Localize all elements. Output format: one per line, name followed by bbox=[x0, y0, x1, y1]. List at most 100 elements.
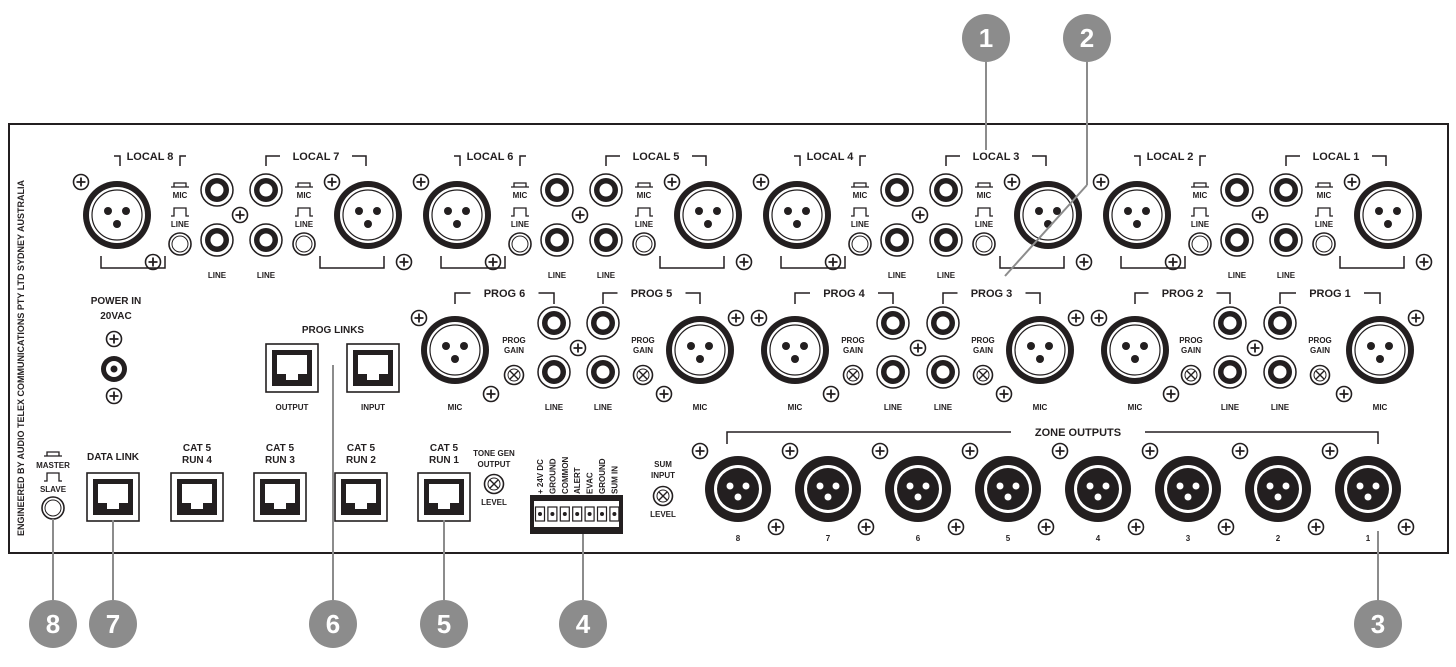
mic-line-button[interactable] bbox=[292, 232, 316, 256]
xlr-input-jack[interactable] bbox=[422, 180, 492, 250]
mic-line-button[interactable] bbox=[168, 232, 192, 256]
rca-line-jack[interactable] bbox=[876, 306, 910, 340]
mic-line-button[interactable] bbox=[1188, 232, 1212, 256]
power-in-label: POWER IN bbox=[91, 296, 142, 307]
callout-circle bbox=[1354, 600, 1402, 648]
xlr-input-jack[interactable] bbox=[333, 180, 403, 250]
rca-line-jack[interactable] bbox=[929, 173, 963, 207]
xlr-mic-jack[interactable] bbox=[420, 315, 490, 385]
cat5-port[interactable] bbox=[253, 472, 307, 522]
mic-line-button[interactable] bbox=[1312, 232, 1336, 256]
rca-line-jack[interactable] bbox=[540, 223, 574, 257]
xlr-input-jack[interactable] bbox=[1353, 180, 1423, 250]
rca-line-jack[interactable] bbox=[1263, 355, 1297, 389]
rca-line-jack[interactable] bbox=[249, 223, 283, 257]
xlr-mic-jack[interactable] bbox=[1100, 315, 1170, 385]
rca-line-jack[interactable] bbox=[929, 223, 963, 257]
rca-line-jack[interactable] bbox=[537, 306, 571, 340]
zone-number: 8 bbox=[736, 534, 741, 543]
xlr-output-jack[interactable] bbox=[1245, 456, 1311, 522]
rca-line-jack[interactable] bbox=[537, 355, 571, 389]
local-title: LOCAL 7 bbox=[293, 151, 340, 163]
mic-line-button[interactable] bbox=[972, 232, 996, 256]
master-slave-button[interactable] bbox=[41, 496, 65, 520]
mic-label: MIC bbox=[1373, 403, 1388, 412]
xlr-output-jack[interactable] bbox=[1335, 456, 1401, 522]
rca-line-jack[interactable] bbox=[586, 306, 620, 340]
prog-gain-knob[interactable] bbox=[842, 364, 864, 386]
prog-gain-knob[interactable] bbox=[632, 364, 654, 386]
screw-icon bbox=[1307, 518, 1325, 536]
screw-icon bbox=[767, 518, 785, 536]
prog-gain-knob[interactable] bbox=[972, 364, 994, 386]
screw-icon bbox=[323, 173, 341, 191]
mic-line-button[interactable] bbox=[632, 232, 656, 256]
xlr-input-jack[interactable] bbox=[762, 180, 832, 250]
mic-line-button[interactable] bbox=[848, 232, 872, 256]
rca-line-jack[interactable] bbox=[1220, 223, 1254, 257]
rca-line-jack[interactable] bbox=[200, 223, 234, 257]
xlr-output-jack[interactable] bbox=[705, 456, 771, 522]
callout-2: 2 bbox=[1004, 14, 1111, 277]
rca-line-jack[interactable] bbox=[1213, 355, 1247, 389]
rca-line-jack[interactable] bbox=[926, 306, 960, 340]
rca-line-jack[interactable] bbox=[1213, 306, 1247, 340]
xlr-input-jack[interactable] bbox=[1013, 180, 1083, 250]
cat5-port[interactable] bbox=[334, 472, 388, 522]
xlr-input-jack[interactable] bbox=[1102, 180, 1172, 250]
xlr-output-jack[interactable] bbox=[1065, 456, 1131, 522]
xlr-mic-jack[interactable] bbox=[760, 315, 830, 385]
rca-line-jack[interactable] bbox=[200, 173, 234, 207]
data-link-port[interactable] bbox=[86, 472, 140, 522]
mic-line-button[interactable] bbox=[508, 232, 532, 256]
xlr-input-jack[interactable] bbox=[82, 180, 152, 250]
terminal-label: COMMON bbox=[561, 456, 570, 494]
xlr-output-jack[interactable] bbox=[975, 456, 1041, 522]
sum-input-level-knob[interactable] bbox=[652, 485, 674, 507]
screw-icon bbox=[105, 330, 123, 348]
rca-line-jack[interactable] bbox=[589, 223, 623, 257]
manufacturer-text: ENGINEERED BY AUDIO TELEX COMMUNICATIONS… bbox=[16, 179, 26, 536]
rca-line-jack[interactable] bbox=[540, 173, 574, 207]
cat5-port[interactable] bbox=[417, 472, 471, 522]
rca-line-jack[interactable] bbox=[1263, 306, 1297, 340]
rca-line-jack[interactable] bbox=[589, 173, 623, 207]
sum-level-label: LEVEL bbox=[650, 510, 676, 519]
prog-link-input-port[interactable] bbox=[346, 343, 400, 393]
prog-link-input-label: INPUT bbox=[361, 403, 385, 412]
prog-gain-label: PROG bbox=[631, 336, 655, 345]
rca-line-jack[interactable] bbox=[586, 355, 620, 389]
rca-line-jack[interactable] bbox=[880, 223, 914, 257]
xlr-input-jack[interactable] bbox=[673, 180, 743, 250]
prog-gain-knob[interactable] bbox=[1180, 364, 1202, 386]
cat5-port[interactable] bbox=[170, 472, 224, 522]
local-title: LOCAL 4 bbox=[807, 151, 855, 163]
xlr-mic-jack[interactable] bbox=[1005, 315, 1075, 385]
rca-line-jack[interactable] bbox=[1269, 223, 1303, 257]
rca-line-jack[interactable] bbox=[249, 173, 283, 207]
prog-link-output-port[interactable] bbox=[265, 343, 319, 393]
terminal-label: EVAC bbox=[586, 472, 595, 494]
power-jack-icon bbox=[101, 356, 127, 382]
rca-line-jack[interactable] bbox=[1220, 173, 1254, 207]
prog-gain-knob[interactable] bbox=[1309, 364, 1331, 386]
xlr-output-jack[interactable] bbox=[885, 456, 951, 522]
screw-icon bbox=[1037, 518, 1055, 536]
mic-label: MIC bbox=[513, 191, 528, 200]
xlr-mic-jack[interactable] bbox=[665, 315, 735, 385]
rca-line-jack[interactable] bbox=[876, 355, 910, 389]
xlr-output-jack[interactable] bbox=[795, 456, 861, 522]
sum-input: SUM INPUT LEVEL bbox=[650, 460, 676, 519]
local-title: LOCAL 3 bbox=[973, 151, 1020, 163]
rca-line-jack[interactable] bbox=[1269, 173, 1303, 207]
rca-line-jack[interactable] bbox=[926, 355, 960, 389]
prog-gain-knob[interactable] bbox=[503, 364, 525, 386]
tone-gen-level-knob[interactable] bbox=[483, 473, 505, 495]
xlr-output-jack[interactable] bbox=[1155, 456, 1221, 522]
xlr-mic-jack[interactable] bbox=[1345, 315, 1415, 385]
rca-line-jack[interactable] bbox=[880, 173, 914, 207]
